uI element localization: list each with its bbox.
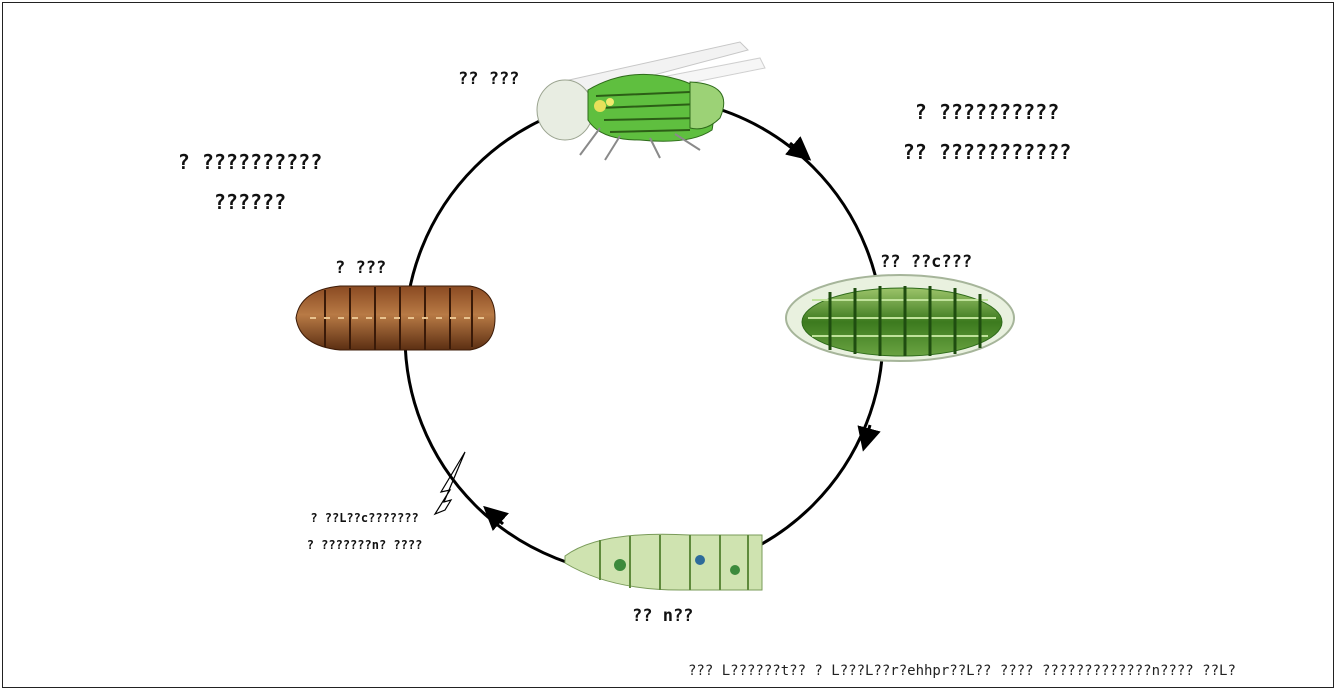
stage-label-pupa: ? ??? (335, 258, 386, 278)
note-left-line-2: ?????? (150, 182, 350, 222)
note-left-line-1: ? ?????????? (150, 142, 350, 182)
note-left: ? ?????????? ?????? (150, 142, 350, 222)
stage-label-adult: ?? ??? (458, 69, 519, 89)
transition-note-line-2: ? ???????n? ???? (272, 532, 457, 559)
stage-label-larva: ?? n?? (632, 606, 693, 626)
note-right-line-1: ? ?????????? (868, 92, 1106, 132)
transition-note-line-1: ? ??L??c??????? (272, 505, 457, 532)
arrow-egg-to-larva (866, 425, 870, 440)
stage-label-egg: ?? ??c??? (880, 252, 972, 272)
footer-caption: ??? L??????t?? ? L???L??r?ehhpr??L?? ???… (688, 663, 1236, 679)
pupa-image (296, 286, 495, 350)
larva-image (565, 534, 762, 590)
egg-image (786, 275, 1014, 361)
adult-fly-image (537, 42, 765, 160)
note-right: ? ?????????? ?? ??????????? (868, 92, 1106, 172)
transition-note: ? ??L??c??????? ? ???????n? ???? (272, 505, 457, 559)
note-right-line-2: ?? ??????????? (868, 132, 1106, 172)
